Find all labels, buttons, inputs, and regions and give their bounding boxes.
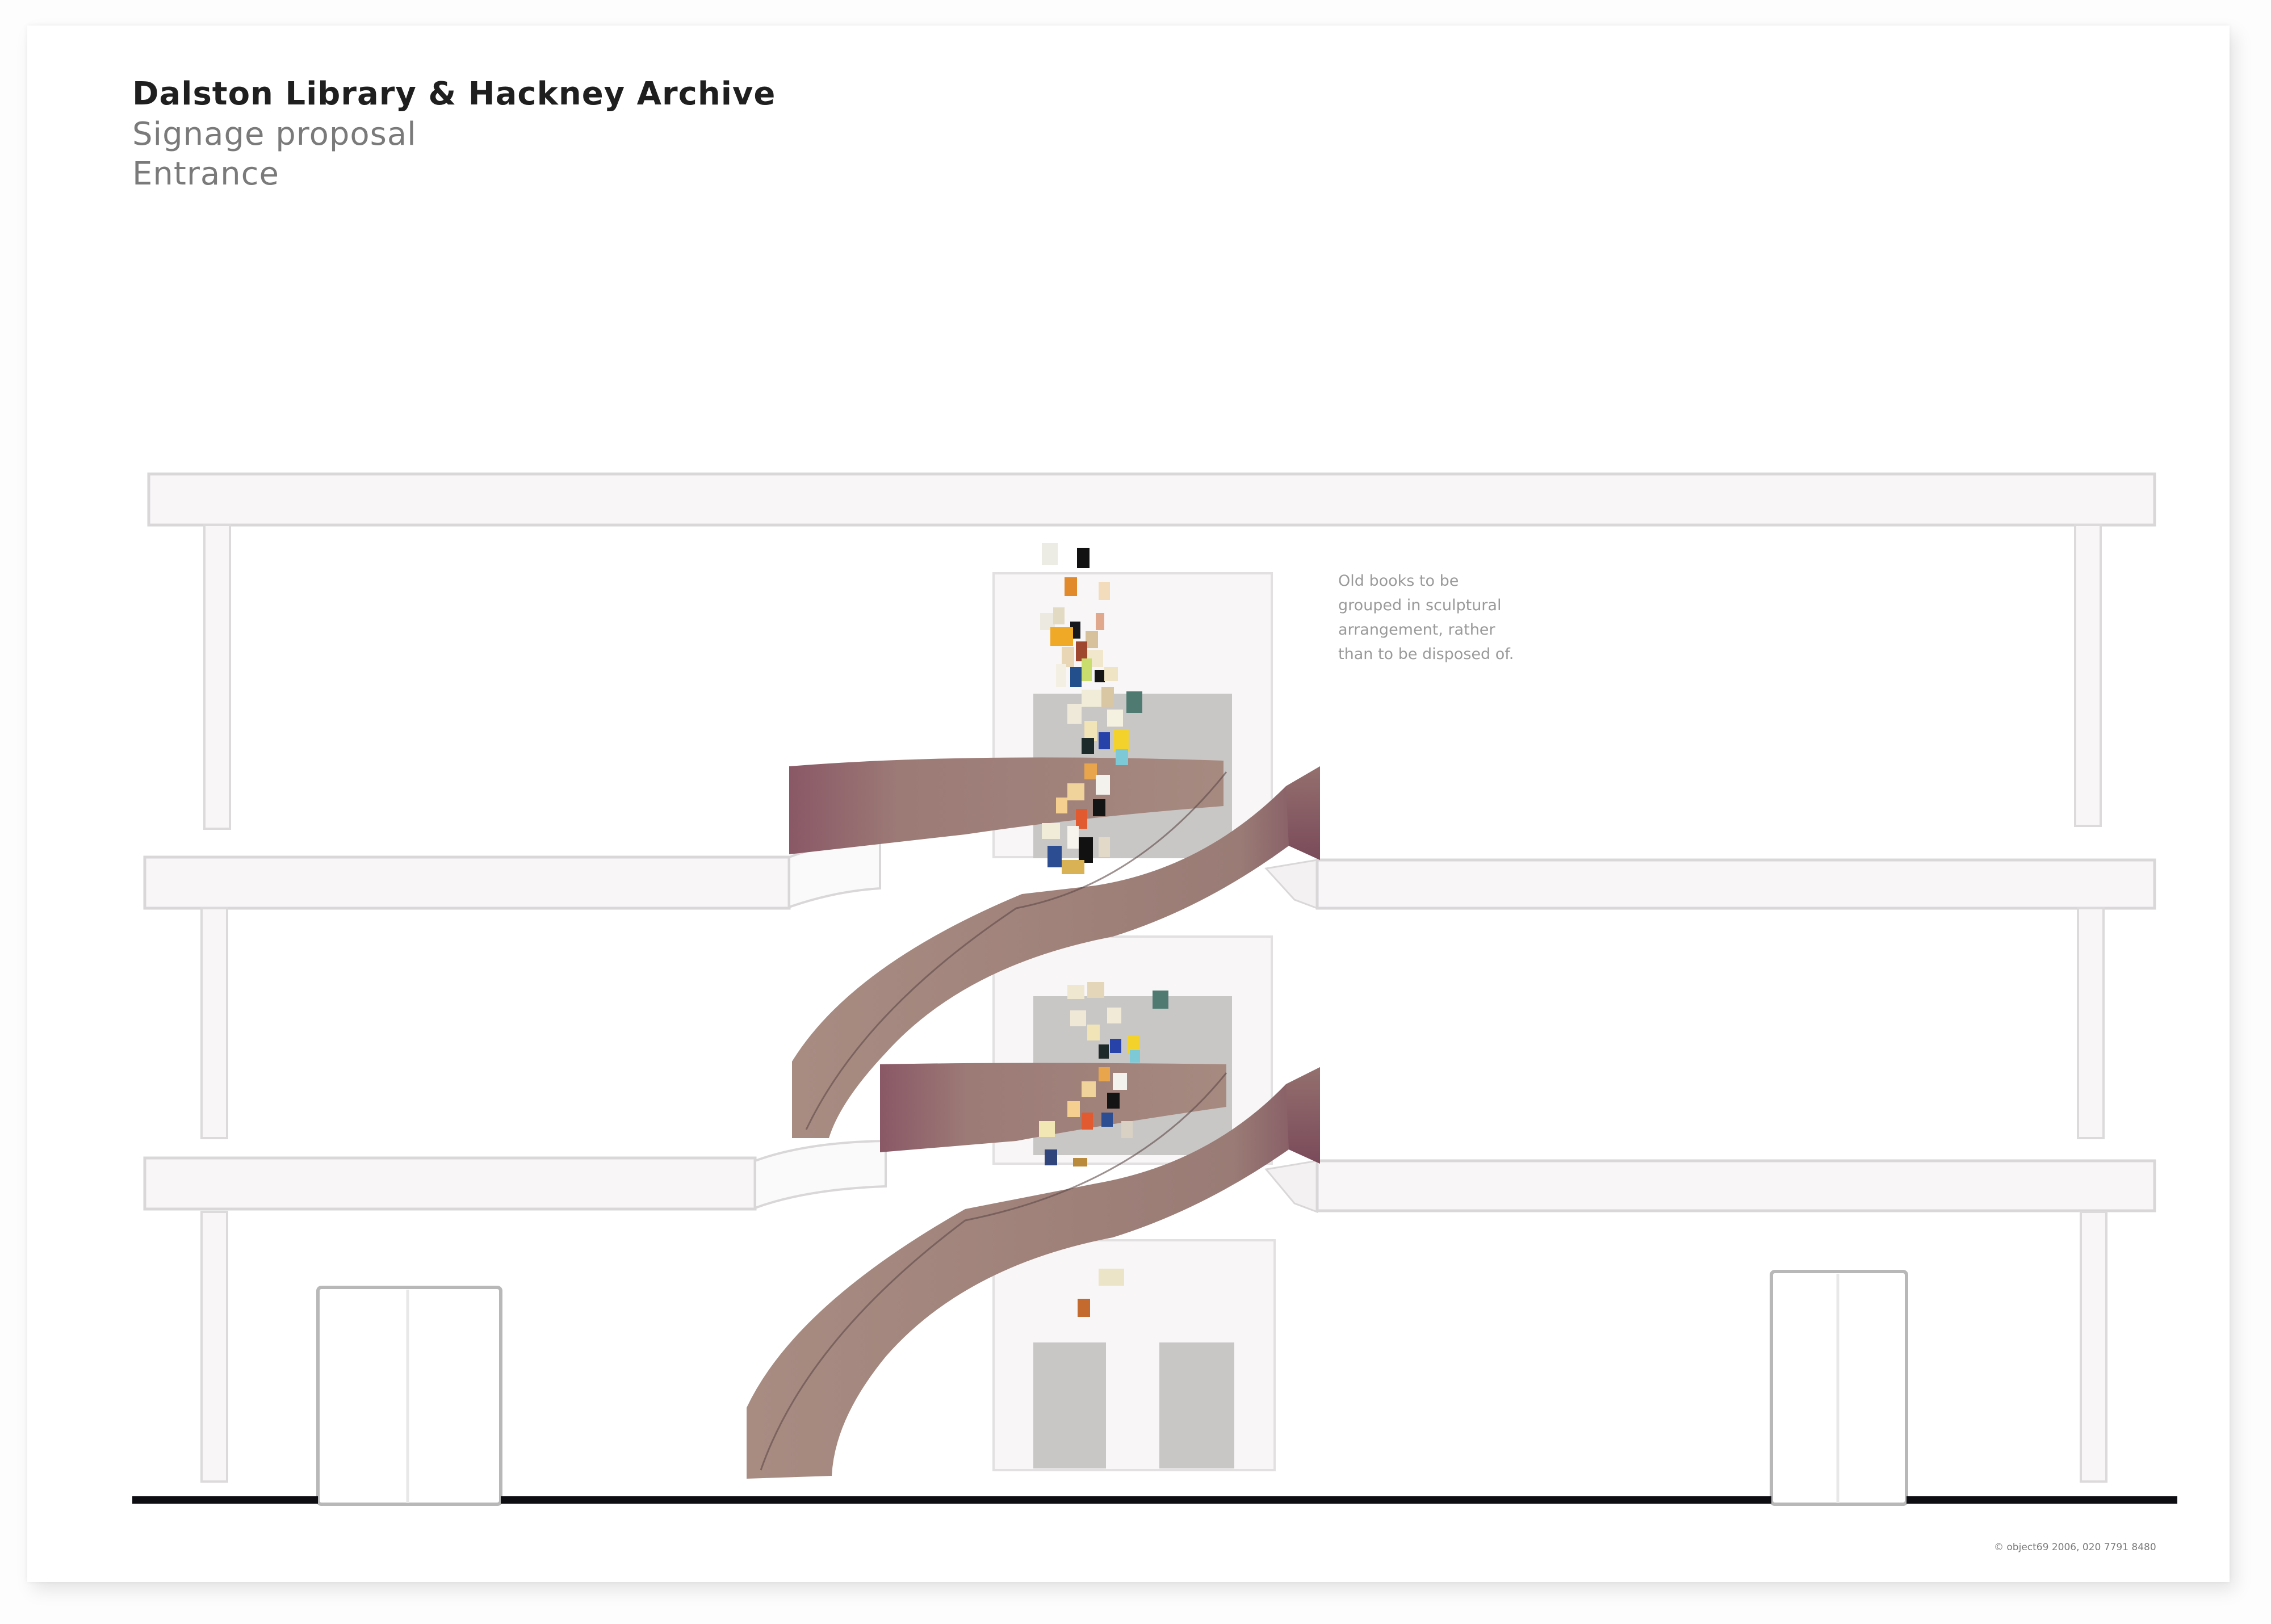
annotation-line: Old books to be [1338,572,1459,590]
floor-slab-level-1 [143,1139,2156,1214]
column [200,1211,228,1483]
column [2077,907,2105,1139]
column [203,524,231,830]
annotation-line: arrangement, rather [1338,621,1495,639]
copyright-footer: © object69 2006, 020 7791 8480 [1994,1542,2156,1553]
floor-slab-level-2 [143,837,2156,910]
entrance-door-left [316,1286,502,1506]
door-panel [1159,1342,1234,1468]
book-sculpture-lower [1039,982,1168,1317]
annotation-note: Old books to be grouped in sculptural ar… [1338,569,1577,666]
title-block: Dalston Library & Hackney Archive Signag… [132,74,776,194]
annotation-line: grouped in sculptural [1338,597,1502,614]
column [2080,1211,2107,1483]
door-panel [1033,1342,1106,1468]
roof-slab [147,472,2156,527]
column [200,907,228,1139]
core-lower [992,1239,1276,1471]
book-sculpture-upper [1040,543,1142,874]
ground-line [132,1496,2177,1504]
ribbon-staircase-lower [747,1063,1320,1479]
entrance-door-right [1770,1270,1908,1506]
drawing-subtitle: Signage proposal [132,116,417,153]
drawing-view-name: Entrance [132,156,279,192]
column [2074,524,2102,827]
project-title: Dalston Library & Hackney Archive [132,75,776,112]
annotation-line: than to be disposed of. [1338,645,1514,663]
ribbon-staircase-upper [789,757,1320,1138]
